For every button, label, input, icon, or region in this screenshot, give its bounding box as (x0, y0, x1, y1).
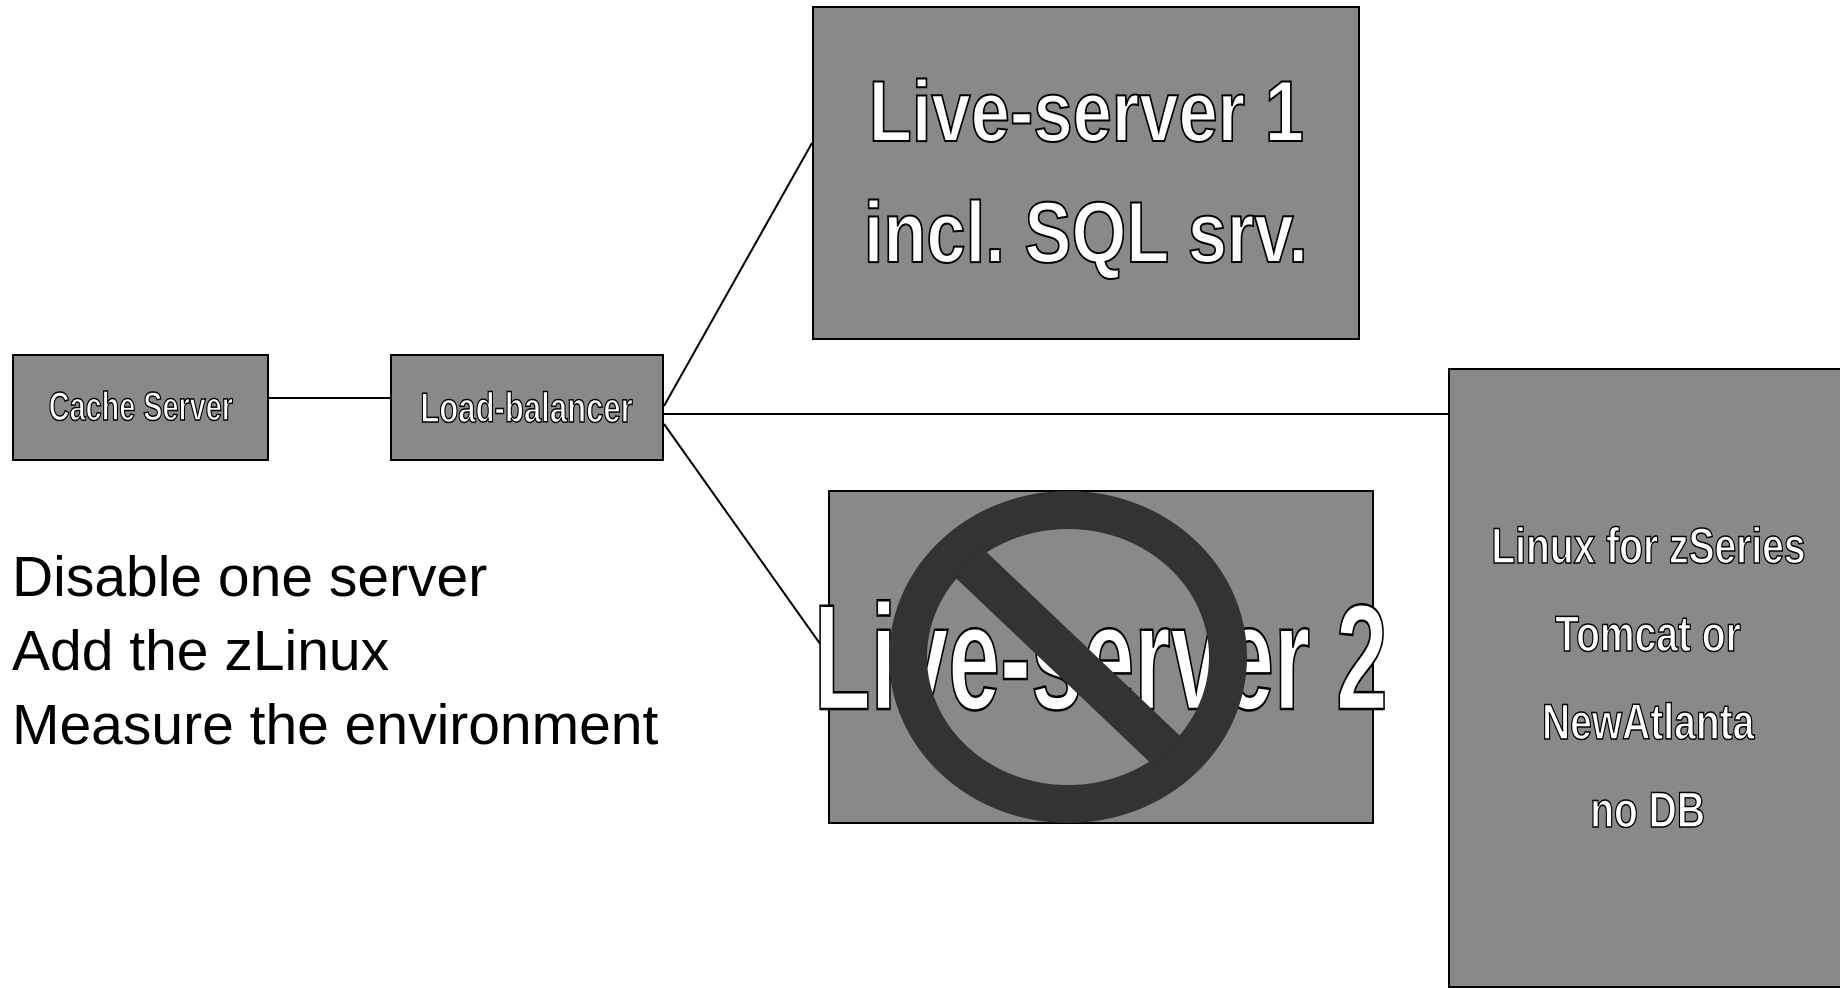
note-disable-server: Disable one server (12, 545, 488, 609)
zseries-line-3: NewAtlanta (1541, 693, 1755, 751)
note-add-zlinux: Add the zLinux (12, 619, 390, 683)
prohibited-icon (889, 491, 1247, 823)
cache-server-label: Cache Server (48, 384, 233, 430)
connector-loadbalancer-to-live-server-1 (663, 142, 813, 407)
live-server-1-node[interactable]: Live-server 1 incl. SQL srv. (812, 6, 1360, 340)
load-balancer-label: Load-balancer (420, 383, 634, 432)
zseries-line-4: no DB (1590, 781, 1706, 839)
zseries-line-1: Linux for zSeries (1490, 517, 1806, 575)
note-measure-environment: Measure the environment (12, 693, 659, 757)
live-server-1-subtitle: incl. SQL srv. (863, 184, 1309, 282)
prohibited-icon-ring (889, 491, 1247, 823)
zseries-line-2: Tomcat or (1555, 605, 1742, 663)
cache-server-node[interactable]: Cache Server (12, 354, 269, 461)
connector-loadbalancer-to-live-server-2 (663, 423, 829, 656)
instruction-notes: Disable one server Add the zLinux Measur… (12, 540, 658, 762)
zseries-linux-node[interactable]: Linux for zSeries Tomcat or NewAtlanta n… (1448, 368, 1840, 988)
load-balancer-node[interactable]: Load-balancer (390, 354, 664, 461)
live-server-1-title: Live-server 1 (868, 63, 1305, 161)
prohibited-icon-bar (954, 547, 1182, 767)
